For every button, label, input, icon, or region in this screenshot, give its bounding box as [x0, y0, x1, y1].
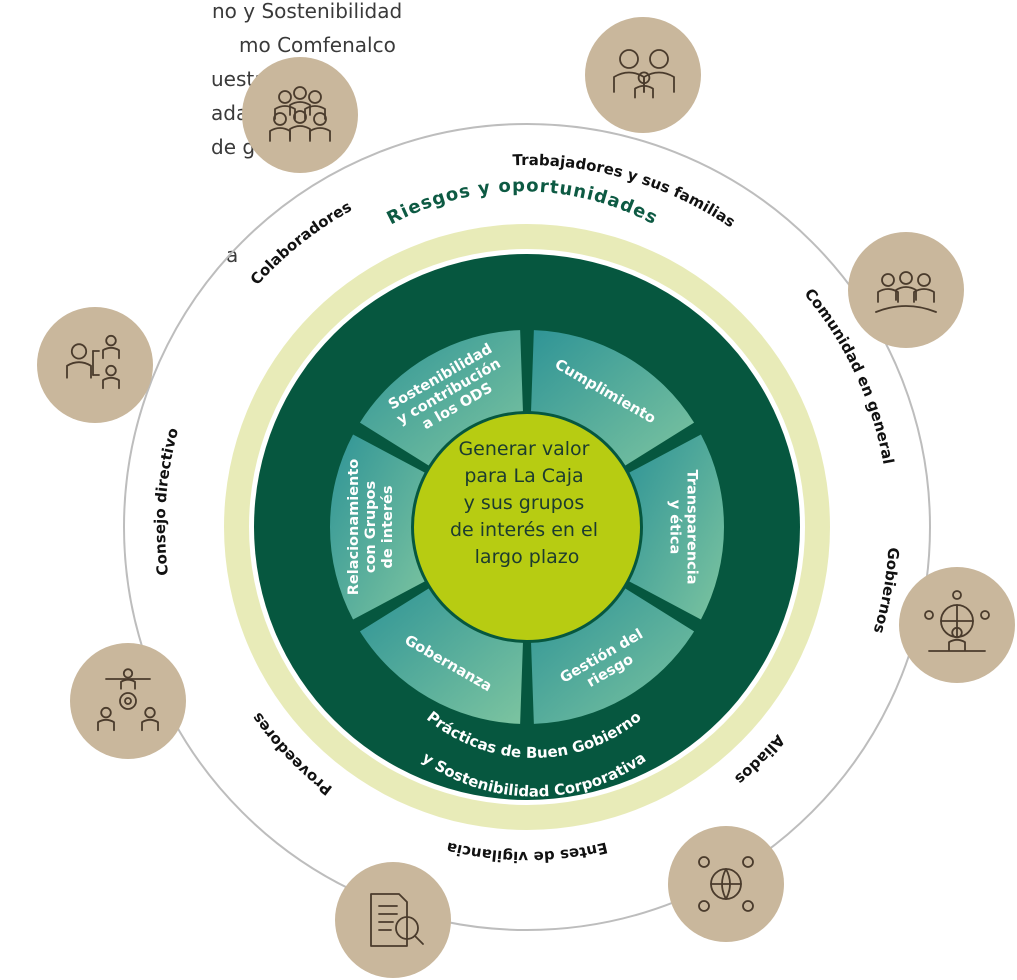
segment-gobernanza — [359, 588, 523, 724]
core-text: Generar valor para La Caja y sus grupos … — [450, 438, 604, 568]
stakeholder-entes — [335, 862, 451, 978]
stakeholder-proveedores — [70, 643, 186, 759]
risk-label-path: Riesgos y oportunidades — [384, 175, 661, 229]
stakeholder-label-gobiernos: Gobiernos — [870, 547, 903, 636]
stakeholder-badge — [242, 57, 358, 173]
segment-label-line: Relacionamiento — [346, 459, 362, 596]
segment-relacionamiento — [329, 434, 425, 620]
core-line: de interés en el — [450, 519, 598, 541]
stakeholder-label-entes: Entes de vigilancia — [445, 838, 610, 866]
stakeholder-circle — [123, 123, 931, 931]
segment-cumplimiento — [531, 330, 695, 466]
stakeholder-comunidad — [848, 232, 964, 348]
community-icon — [875, 271, 937, 313]
supplier-gear-icon — [97, 668, 159, 732]
segment-label-relacionamiento: Relacionamientocon Gruposde interés — [346, 459, 396, 596]
stakeholder-label-consejo: Consejo directivo — [151, 426, 182, 577]
stakeholder-gobiernos — [899, 567, 1015, 683]
segment-label-line: Transparencia — [684, 469, 700, 584]
stakeholder-consejo — [37, 307, 153, 423]
stakeholder-badge — [37, 307, 153, 423]
segment-transparencia — [629, 434, 724, 620]
family-icon — [613, 49, 675, 99]
core-line: y sus grupos — [464, 492, 585, 514]
stakeholder-label-colaboradores: Colaboradores — [247, 197, 355, 288]
segment-gestion-riesgo — [531, 588, 695, 724]
team-icon — [269, 86, 331, 142]
stakeholder-badge — [335, 862, 451, 978]
stakeholder-colaboradores — [242, 57, 358, 173]
network-globe-icon — [698, 856, 754, 912]
core-circle — [414, 414, 640, 640]
core-line: para La Caja — [464, 465, 583, 487]
stakeholder-badge — [848, 232, 964, 348]
stakeholder-badge — [70, 643, 186, 759]
risk-label: Riesgos y oportunidades — [384, 175, 662, 229]
stakeholder-aliados — [668, 826, 784, 942]
segment-label-line: y ética — [667, 500, 683, 555]
segment-label-line: de interés — [380, 486, 396, 569]
stakeholder-trabajadores — [585, 17, 701, 133]
segment-sostenibilidad — [359, 330, 523, 466]
core-line: largo plazo — [475, 546, 580, 568]
segment-label-line: con Grupos — [363, 481, 379, 573]
stakeholder-badge — [585, 17, 701, 133]
core-line: Generar valor — [458, 438, 589, 460]
globe-person-icon — [924, 590, 990, 652]
org-chart-icon — [66, 334, 120, 390]
document-search-icon — [370, 893, 424, 947]
segment-label-transparencia: Transparenciay ética — [667, 469, 700, 584]
